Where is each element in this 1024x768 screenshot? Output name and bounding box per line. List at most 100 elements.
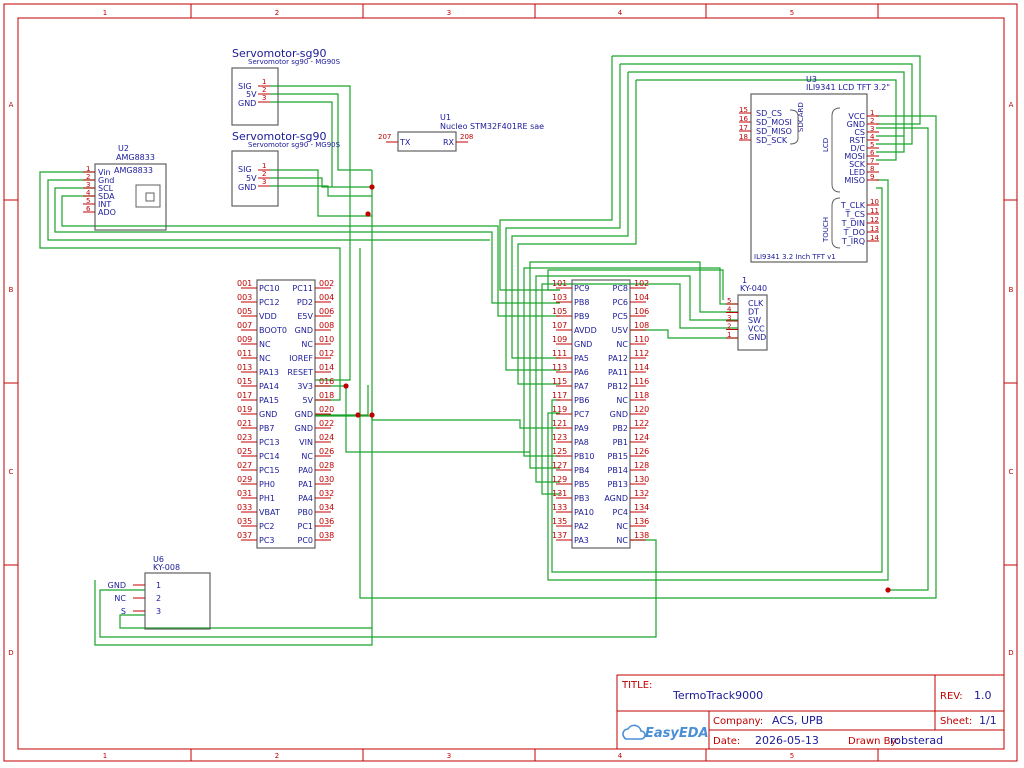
u3-touch-pin-label: T_DIN	[841, 219, 865, 228]
svg-text:ILI9341 LCD TFT 3.2": ILI9341 LCD TFT 3.2"	[806, 83, 890, 92]
zone-row-left: D	[8, 649, 13, 657]
connector-pin-label: PA7	[574, 382, 589, 391]
connector-pin-number: 113	[552, 363, 567, 372]
u3-sd-pin-label: SD_CS	[756, 109, 782, 118]
connector-pin-number: 032	[319, 489, 334, 498]
svg-text:1: 1	[262, 78, 266, 86]
svg-text:2: 2	[262, 86, 266, 94]
connector-pin-number: 022	[319, 419, 334, 428]
svg-text:RX: RX	[443, 138, 455, 147]
svg-text:208: 208	[460, 133, 473, 141]
connector-pin-label: NC	[616, 522, 628, 531]
connector-pin-number: 008	[319, 321, 334, 330]
u3-lcd-pin-label: D/C	[851, 144, 866, 153]
u3-sd-pin-number: 17	[739, 124, 748, 132]
svg-text:5V: 5V	[246, 90, 257, 99]
connector-pin-number: 037	[237, 531, 252, 540]
connector-pin-number: 120	[634, 405, 649, 414]
connector-pin-number: 028	[319, 461, 334, 470]
junctions	[343, 184, 891, 593]
connector-pin-number: 109	[552, 335, 567, 344]
u3-lcd-pin-label: SCK	[849, 160, 866, 169]
servo-motor-1: Servomotor-sg90 Servomotor sg90 - MG90S …	[231, 47, 341, 126]
connector-pin-number: 125	[552, 447, 567, 456]
connector-pin-label: PC1	[298, 522, 314, 531]
svg-text:ILI9341 3.2 Inch TFT v1: ILI9341 3.2 Inch TFT v1	[754, 253, 836, 261]
connector-pin-number: 108	[634, 321, 649, 330]
ky040-pin-label: GND	[748, 333, 766, 342]
connector-pin-number: 021	[237, 419, 252, 428]
svg-text:U1: U1	[440, 113, 451, 122]
u3-lcd-pin-number: 1	[870, 109, 874, 117]
connector-pin-label: 5V	[302, 396, 313, 405]
u3-lcd-pin-number: 3	[870, 125, 874, 133]
connector-pin-number: 129	[552, 475, 567, 484]
connector-pin-label: PC8	[613, 284, 629, 293]
connector-pin-number: 133	[552, 503, 567, 512]
connector-pin-label: GND	[574, 340, 592, 349]
u3-lcd-pin-label: VCC	[848, 112, 865, 121]
connector-pin-number: 134	[634, 503, 649, 512]
u2-pin-label: INT	[98, 200, 111, 209]
u3-lcd-pin-number: 8	[870, 165, 874, 173]
u3-lcd-pin-label: MISO	[844, 176, 865, 185]
connector-pin-label: PA5	[574, 354, 589, 363]
u6-pin-number: 3	[156, 607, 161, 616]
ky040-pin-label: VCC	[748, 325, 765, 334]
svg-text:SIG: SIG	[238, 82, 252, 91]
servo2-title: Servomotor-sg90	[232, 130, 327, 143]
svg-text:KY-040: KY-040	[740, 284, 767, 293]
u3-touch-pin-number: 12	[870, 216, 879, 224]
connector-pin-number: 106	[634, 307, 649, 316]
connector-pin-number: 105	[552, 307, 567, 316]
connector-pin-label: PB2	[613, 424, 628, 433]
zone-column-bottom: 1	[103, 752, 107, 760]
u3-touch-pin-number: 13	[870, 225, 879, 233]
connector-pin-label: PC2	[259, 522, 275, 531]
zone-column-top: 4	[618, 9, 623, 17]
svg-text:KY-008: KY-008	[153, 563, 180, 572]
svg-text:1: 1	[262, 162, 266, 170]
connector-pin-label: NC	[259, 340, 271, 349]
connector-pin-number: 026	[319, 447, 334, 456]
sheet-value: 1/1	[979, 714, 997, 727]
u2-pin-label: Vin	[98, 168, 111, 177]
connector-pin-label: PC9	[574, 284, 590, 293]
connector-pin-number: 107	[552, 321, 567, 330]
wires	[39, 55, 937, 646]
u1-nucleo-uart: U1 Nucleo STM32F401RE sae TX RX 207 208	[378, 113, 544, 152]
svg-text:Nucleo STM32F401RE sae: Nucleo STM32F401RE sae	[440, 122, 544, 131]
connector-pin-number: 130	[634, 475, 649, 484]
u3-sd-pin-label: SD_MOSI	[756, 118, 792, 127]
servo1-title: Servomotor-sg90	[232, 47, 327, 60]
connector-pin-label: PC0	[298, 536, 314, 545]
drawn-by-value: robsterad	[890, 734, 943, 747]
u3-sd-pin-label: SD_SCK	[756, 136, 788, 145]
connector-pin-number: 127	[552, 461, 567, 470]
connector-pin-label: PD2	[297, 298, 313, 307]
u2-pin-number: 4	[86, 189, 91, 197]
connector-pin-number: 135	[552, 517, 567, 526]
connector-pin-number: 126	[634, 447, 649, 456]
u2-pin-label: SCL	[98, 184, 114, 193]
connector-pin-label: GND	[295, 410, 313, 419]
connector-pin-number: 137	[552, 531, 567, 540]
connector-pin-number: 001	[237, 279, 252, 288]
u3-touch-pin-number: 10	[870, 198, 879, 206]
connector-pin-label: NC	[259, 354, 271, 363]
ky040-pin-label: SW	[748, 316, 761, 325]
connector-pin-number: 010	[319, 335, 334, 344]
connector-pin-label: PB14	[608, 466, 629, 475]
u6-pin-label: NC	[114, 594, 126, 603]
svg-text:LCD: LCD	[822, 138, 830, 152]
connector-pin-number: 104	[634, 293, 649, 302]
u3-touch-pin-label: T_IRQ	[841, 237, 865, 246]
connector-pin-label: PA11	[608, 368, 628, 377]
u3-lcd-pin-number: 5	[870, 141, 874, 149]
connector-pin-label: 3V3	[297, 382, 313, 391]
rev-label: REV:	[940, 691, 963, 702]
